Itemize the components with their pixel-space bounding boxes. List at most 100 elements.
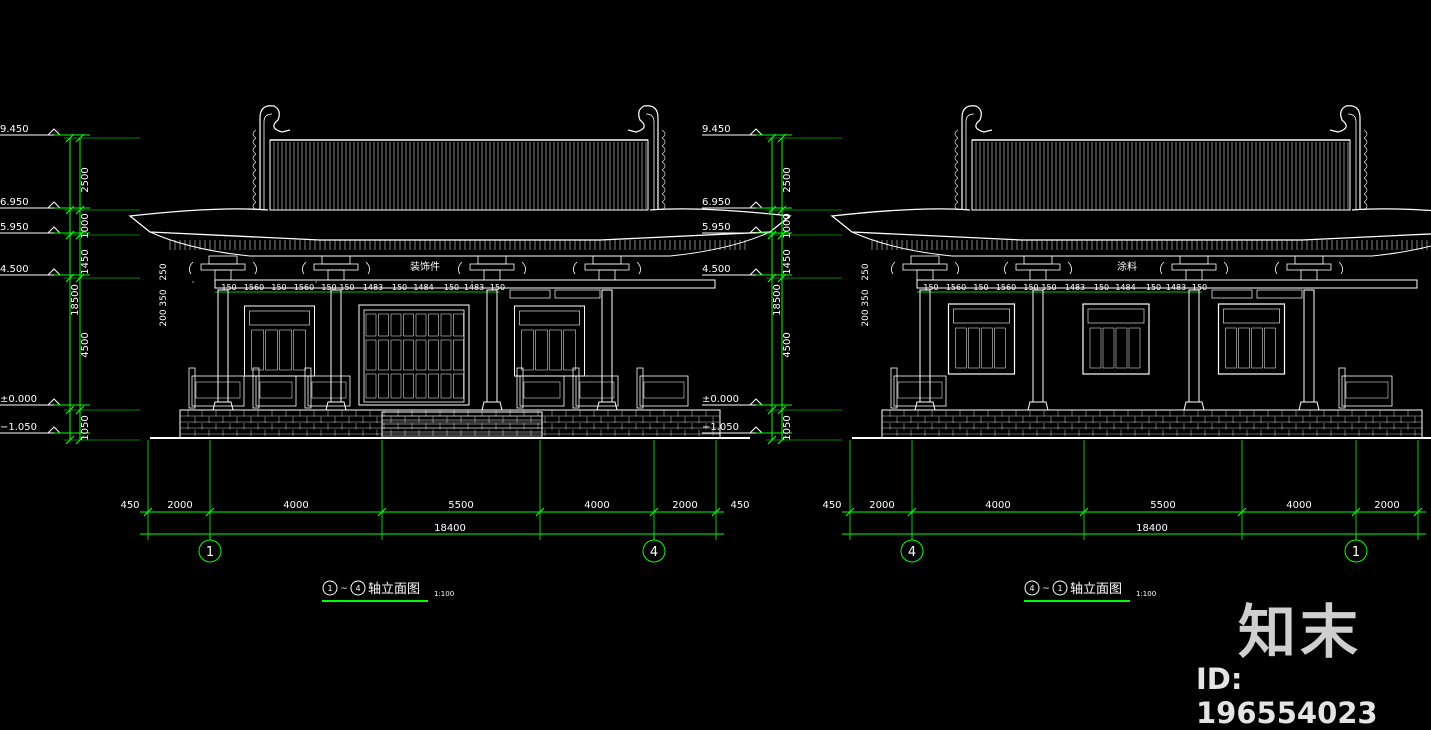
hdim-text: 2000 <box>672 500 697 511</box>
hdim-text: 2000 <box>869 500 894 511</box>
watermark-id: ID: 196554023 <box>1196 662 1431 730</box>
roof-edge-scale <box>955 178 958 186</box>
window-lattice <box>550 330 562 370</box>
bracket-set <box>911 256 939 264</box>
drawing-scale: 1:100 <box>434 590 454 598</box>
door-lattice <box>366 314 376 336</box>
bay-dim-text: 1484 <box>1115 283 1135 292</box>
column <box>1189 290 1199 402</box>
door-lattice <box>391 340 401 370</box>
bay-dim-text: 1560 <box>946 283 966 292</box>
bracket-set <box>470 264 514 270</box>
axis-number: 4 <box>650 545 658 560</box>
roof-edge-scale <box>253 154 256 162</box>
door-lattice <box>429 374 439 398</box>
door-lattice <box>454 314 464 336</box>
vdim-text: 1000 <box>782 213 793 238</box>
roof-edge-scale <box>1364 146 1367 154</box>
hdim-text: 450 <box>120 500 139 511</box>
roof-edge-scale <box>253 186 256 194</box>
roof-edge-scale <box>1364 178 1367 186</box>
level-triangle <box>750 129 762 135</box>
window-transom <box>954 309 1010 323</box>
bay-dim-text: 1483 <box>363 283 383 292</box>
window-lattice <box>1103 328 1114 368</box>
balustrade-panel <box>644 382 684 398</box>
level-triangle <box>750 202 762 208</box>
bracket-set <box>478 256 506 264</box>
level-label: 6.950 <box>702 197 731 208</box>
axis-number: 4 <box>908 545 916 560</box>
bay-dim-text: 150 <box>221 283 236 292</box>
bracket-set <box>1295 256 1323 264</box>
eave-outline <box>130 209 790 240</box>
bracket-set <box>322 256 350 264</box>
vdim-text: 4500 <box>782 332 793 357</box>
bracket-set <box>1016 264 1060 270</box>
title-tilde: ~ <box>1042 584 1050 594</box>
level-triangle <box>750 269 762 275</box>
title-axis-number: 1 <box>1057 584 1062 593</box>
hdim-text: 5500 <box>1150 500 1175 511</box>
roof-edge-scale <box>662 138 665 146</box>
bracket-set <box>903 264 947 270</box>
level-triangle <box>750 427 762 433</box>
bracket-set <box>1186 270 1202 280</box>
drawing-title: 轴立面图 <box>368 582 420 597</box>
door-lattice <box>404 340 414 370</box>
bracket-set <box>599 270 615 280</box>
roof-edge-scale <box>253 194 256 202</box>
level-label: 5.950 <box>0 222 29 233</box>
bay-dim-text: 150 <box>271 283 286 292</box>
bracket-set <box>209 256 237 264</box>
level-label: 5.950 <box>702 222 731 233</box>
window-lattice <box>280 330 292 370</box>
roof-edge-scale <box>662 154 665 162</box>
window-lattice <box>1252 328 1263 368</box>
column <box>920 290 930 402</box>
watermark-brand: 知末 <box>1238 585 1362 669</box>
window-lattice <box>1239 328 1250 368</box>
vdim-text: 250 <box>159 263 169 280</box>
roof-edge-scale <box>1364 194 1367 202</box>
level-triangle <box>48 269 60 275</box>
bracket-set <box>314 264 358 270</box>
column-base <box>1299 402 1319 410</box>
roof-edge-scale <box>955 146 958 154</box>
vdim-text: 350 <box>861 289 871 306</box>
bracket-set <box>215 270 231 280</box>
door-frame <box>359 305 469 405</box>
level-triangle <box>48 202 60 208</box>
balustrade-panel <box>580 382 614 398</box>
window-lattice <box>982 328 993 368</box>
roof-edge-scale <box>955 162 958 170</box>
balustrade-panel <box>524 382 560 398</box>
roof-edge-scale <box>1364 170 1367 178</box>
roof-ridge-ornament <box>260 106 290 210</box>
title-axis-number: 1 <box>327 584 332 593</box>
roof-edge-scale <box>253 146 256 154</box>
door-lattice <box>441 314 451 336</box>
level-triangle <box>48 227 60 233</box>
bracket-set <box>1030 270 1046 280</box>
level-label: −1.050 <box>0 422 37 433</box>
frieze-panel <box>1212 290 1252 298</box>
elevation-4-1: 9.4506.9505.9504.500±0.000−1.05025001000… <box>702 106 1431 601</box>
column <box>602 290 612 402</box>
roof-edge-scale <box>955 154 958 162</box>
level-triangle <box>48 399 60 405</box>
roof-edge-scale <box>955 138 958 146</box>
balustrade <box>640 376 688 406</box>
door-lattice <box>454 340 464 370</box>
bay-dim-text: 150 <box>973 283 988 292</box>
roof-edge-scale <box>662 146 665 154</box>
roof-ridge-ornament <box>646 114 654 210</box>
vdim-text: 1000 <box>80 213 91 238</box>
vdim-text: 18500 <box>70 284 81 316</box>
bracket-set <box>917 270 933 280</box>
window-lattice <box>1265 328 1276 368</box>
vdim-text: 1450 <box>80 249 91 274</box>
vdim-text: 4500 <box>80 332 91 357</box>
roof-edge-scale <box>955 130 958 138</box>
